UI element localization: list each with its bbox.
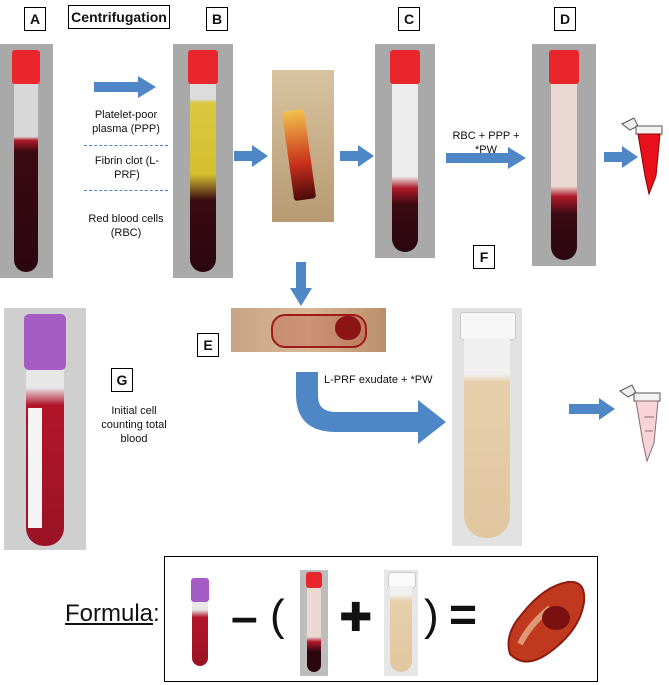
tube-body bbox=[551, 84, 577, 260]
formula-tube-f bbox=[384, 570, 418, 676]
dashed-divider bbox=[84, 190, 168, 191]
arrow-down-icon bbox=[290, 262, 312, 306]
initial-count-annotation: Initial cell counting total blood bbox=[101, 405, 167, 445]
tube-body bbox=[192, 602, 208, 666]
arrow-right-icon bbox=[569, 398, 615, 420]
photo-tube-a bbox=[0, 44, 53, 278]
tube-body bbox=[464, 338, 510, 538]
formula-text: Formula bbox=[65, 600, 154, 627]
tube-body bbox=[190, 84, 216, 272]
tube-body bbox=[390, 586, 412, 672]
formula-minus: – bbox=[231, 591, 258, 644]
clot-tube bbox=[281, 108, 317, 202]
clot-mass bbox=[335, 316, 361, 340]
fibrin-annotation: Fibrin clot (L-PRF) bbox=[94, 155, 160, 181]
rbc-annotation: Red blood cells (RBC) bbox=[88, 213, 164, 239]
exudate-pw-annotation: L-PRF exudate + *PW bbox=[324, 374, 433, 386]
formula-colon: : bbox=[153, 600, 160, 627]
curved-arrow-icon bbox=[296, 372, 446, 444]
purple-cap bbox=[24, 314, 66, 370]
formula-tube-g bbox=[183, 578, 217, 668]
formula-open-paren: ( bbox=[270, 591, 285, 640]
photo-tube-d bbox=[532, 44, 596, 266]
tube-body bbox=[392, 84, 418, 252]
red-cap bbox=[188, 50, 218, 84]
red-cap bbox=[306, 572, 322, 588]
label-c: C bbox=[398, 7, 420, 31]
ppp-annotation: Platelet-poor plasma (PPP) bbox=[92, 109, 160, 135]
formula-label: Formula: bbox=[65, 600, 160, 628]
photo-clot-extraction bbox=[272, 70, 334, 222]
white-cap bbox=[460, 312, 516, 340]
formula-equals: = bbox=[449, 589, 478, 642]
arrow-right-icon bbox=[340, 145, 374, 167]
photo-clot-e bbox=[231, 308, 386, 352]
photo-falcon-tube-f bbox=[452, 308, 522, 546]
photo-tube-c bbox=[375, 44, 435, 258]
formula-clot-icon bbox=[507, 580, 586, 663]
formula-plus: ✚ bbox=[339, 596, 373, 640]
label-b: B bbox=[206, 7, 228, 31]
arrow-right-icon bbox=[446, 147, 526, 169]
photo-tube-g bbox=[4, 308, 86, 550]
label-d: D bbox=[554, 7, 576, 31]
tube-label-sticker bbox=[28, 408, 42, 528]
arrow-right-icon bbox=[234, 145, 268, 167]
formula-close-paren: ) bbox=[424, 591, 439, 640]
purple-cap bbox=[191, 578, 209, 602]
tube-body bbox=[307, 588, 321, 672]
eppendorf-tube-red-icon bbox=[621, 117, 663, 196]
red-cap bbox=[549, 50, 579, 84]
centrifugation-title: Centrifugation bbox=[68, 5, 170, 29]
dashed-divider bbox=[84, 145, 168, 146]
label-f: F bbox=[473, 245, 495, 269]
label-g: G bbox=[111, 368, 133, 392]
red-cap bbox=[390, 50, 420, 84]
arrow-right-icon bbox=[94, 76, 156, 98]
photo-tube-b bbox=[173, 44, 233, 278]
label-a: A bbox=[24, 7, 46, 31]
eppendorf-tube-pink-icon bbox=[619, 384, 661, 463]
formula-tube-d bbox=[300, 570, 328, 676]
arrow-right-icon bbox=[604, 146, 638, 168]
tube-body bbox=[14, 84, 38, 272]
red-cap bbox=[12, 50, 40, 84]
label-e: E bbox=[197, 333, 219, 357]
